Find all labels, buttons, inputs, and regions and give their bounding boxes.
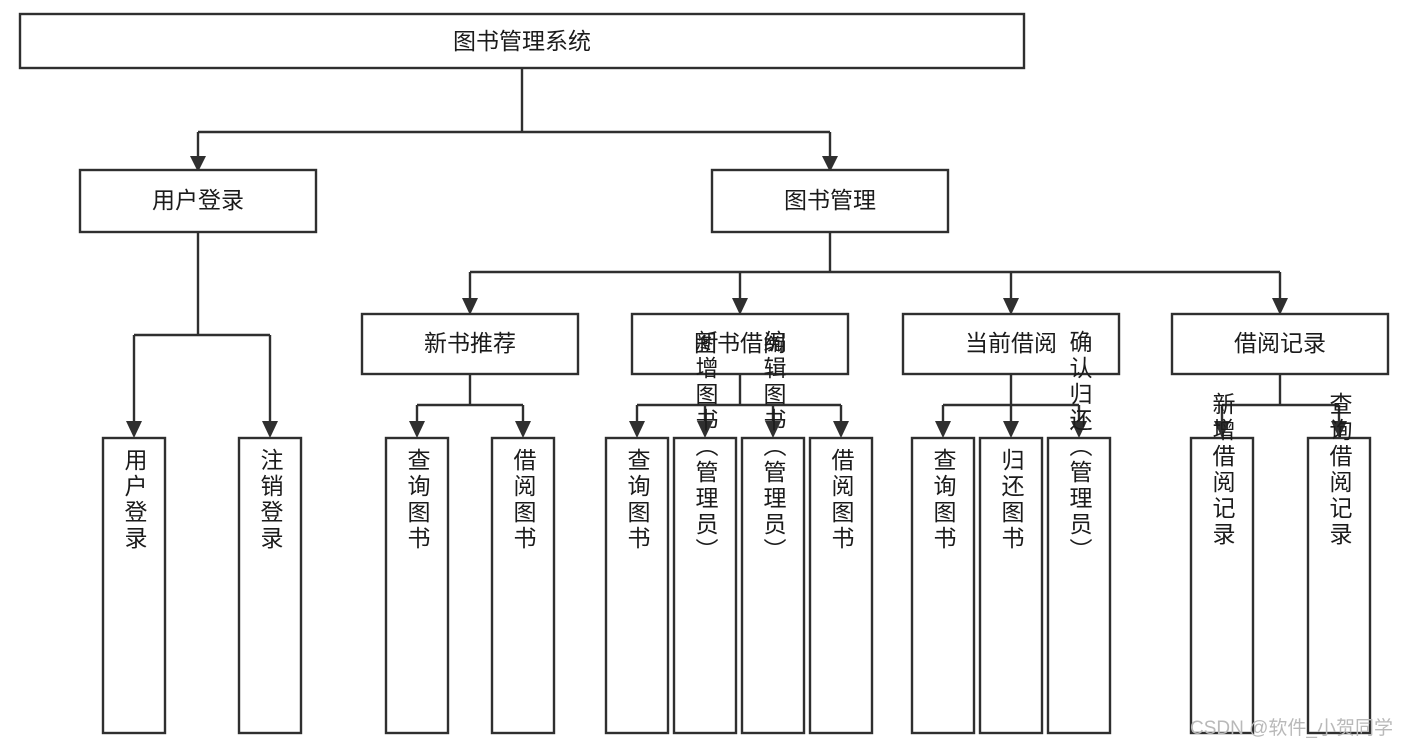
arrowhead-borrowrecords-child-2 <box>1331 421 1347 438</box>
node-leaf-edit-book-admin-label: 编辑图书（管理员） <box>760 330 787 564</box>
arrowhead-bookborrow-child-3 <box>765 421 781 438</box>
node-leaf-return-book-box[interactable] <box>978 436 1044 735</box>
arrowhead-book-borrow <box>732 298 748 315</box>
node-leaf-add-book-admin-label: 新增图书（管理员） <box>692 330 719 564</box>
node-root-label: 图书管理系统 <box>453 28 591 54</box>
node-leaf-query-book-borrow-box[interactable] <box>604 436 670 735</box>
node-leaf-query-book-borrow[interactable]: 查询图书 <box>604 436 670 735</box>
arrowhead-borrow-records <box>1272 298 1288 315</box>
node-leaf-logout[interactable]: 注销登录 <box>237 436 303 735</box>
arrowhead-currentborrow-child-2 <box>1003 421 1019 438</box>
node-leaf-borrow-book-recommend[interactable]: 借阅图书 <box>490 436 556 735</box>
node-leaf-query-book-recommend-box[interactable] <box>384 436 450 735</box>
node-leaf-add-borrow-record[interactable]: 新增借阅记录 <box>1189 392 1255 735</box>
node-leaf-query-book-current[interactable]: 查询图书 <box>910 436 976 735</box>
node-book-borrow-box[interactable] <box>630 312 850 376</box>
node-book-manage[interactable]: 图书管理 <box>710 168 950 234</box>
node-leaf-query-book-borrow-label: 查询图书 <box>624 448 651 552</box>
arrowhead-bookborrow-child-1 <box>629 421 645 438</box>
node-book-manage-box[interactable] <box>710 168 950 234</box>
node-leaf-query-book-recommend-label: 查询图书 <box>404 448 431 552</box>
node-leaf-confirm-return-admin-label: 确认归还（管理员） <box>1066 330 1093 564</box>
node-leaf-return-book-label: 归还图书 <box>998 448 1025 552</box>
arrowhead-user-login <box>190 156 206 172</box>
arrowhead-userlogin-child-2 <box>262 421 278 438</box>
node-leaf-query-borrow-record[interactable]: 查询借阅记录 <box>1306 392 1372 735</box>
node-leaf-borrow-book-recommend-label: 借阅图书 <box>510 448 537 552</box>
node-leaf-user-login[interactable]: 用户登录 <box>101 436 167 735</box>
node-leaf-query-borrow-record-box[interactable] <box>1306 436 1372 735</box>
node-leaf-edit-book-admin[interactable]: 编辑图书（管理员） <box>740 330 806 735</box>
csdn-watermark: CSDN @软件_小贺同学 <box>1190 717 1393 739</box>
node-user-login[interactable]: 用户登录 <box>78 168 318 234</box>
arrowhead-newbook-child-1 <box>409 421 425 438</box>
arrowhead-borrowrecords-child-1 <box>1214 421 1230 438</box>
edge-layer <box>126 68 1347 438</box>
node-leaf-confirm-return-admin[interactable]: 确认归还（管理员） <box>1046 330 1112 735</box>
arrowhead-currentborrow-child-1 <box>935 421 951 438</box>
node-new-book-recommend-box[interactable] <box>360 312 580 376</box>
node-current-borrow-label: 当前借阅 <box>965 330 1057 356</box>
node-book-borrow-label: 图书借阅 <box>694 330 786 356</box>
node-leaf-query-book-current-label: 查询图书 <box>930 448 957 552</box>
arrowhead-book-manage <box>822 156 838 172</box>
arrowhead-new-book <box>462 298 478 315</box>
node-new-book-recommend-label: 新书推荐 <box>424 330 516 356</box>
node-leaf-borrow-book-label: 借阅图书 <box>828 448 855 552</box>
node-leaf-query-book-recommend[interactable]: 查询图书 <box>384 436 450 735</box>
node-borrow-records[interactable]: 借阅记录 <box>1170 312 1390 376</box>
node-leaf-user-login-label: 用户登录 <box>121 448 148 552</box>
node-root-box[interactable] <box>18 12 1026 70</box>
arrowhead-current-borrow <box>1003 298 1019 315</box>
arrowhead-newbook-child-2 <box>515 421 531 438</box>
arrowhead-userlogin-child-1 <box>126 421 142 438</box>
node-current-borrow-box[interactable] <box>901 312 1121 376</box>
arrowhead-bookborrow-child-4 <box>833 421 849 438</box>
node-leaf-add-borrow-record-box[interactable] <box>1189 436 1255 735</box>
node-current-borrow[interactable]: 当前借阅 <box>901 312 1121 376</box>
arrowhead-currentborrow-child-3 <box>1071 421 1087 438</box>
node-leaf-borrow-book-box[interactable] <box>808 436 874 735</box>
node-borrow-records-box[interactable] <box>1170 312 1390 376</box>
node-book-borrow[interactable]: 图书借阅 <box>630 312 850 376</box>
node-leaf-add-borrow-record-label: 新增借阅记录 <box>1209 392 1236 548</box>
node-leaf-add-book-admin[interactable]: 新增图书（管理员） <box>672 330 738 735</box>
node-leaf-edit-book-admin-box[interactable] <box>740 436 806 735</box>
node-borrow-records-label: 借阅记录 <box>1234 330 1326 356</box>
node-leaf-user-login-box[interactable] <box>101 436 167 735</box>
node-leaf-query-book-current-box[interactable] <box>910 436 976 735</box>
arrowhead-bookborrow-child-2 <box>697 421 713 438</box>
node-leaf-confirm-return-admin-box[interactable] <box>1046 436 1112 735</box>
node-new-book-recommend[interactable]: 新书推荐 <box>360 312 580 376</box>
node-leaf-borrow-book-recommend-box[interactable] <box>490 436 556 735</box>
node-root[interactable]: 图书管理系统 <box>18 12 1026 70</box>
node-book-manage-label: 图书管理 <box>784 187 876 213</box>
node-leaf-add-book-admin-box[interactable] <box>672 436 738 735</box>
node-user-login-box[interactable] <box>78 168 318 234</box>
node-leaf-logout-label: 注销登录 <box>257 448 284 552</box>
node-user-login-label: 用户登录 <box>152 187 244 213</box>
node-leaf-return-book[interactable]: 归还图书 <box>978 436 1044 735</box>
node-leaf-query-borrow-record-label: 查询借阅记录 <box>1326 392 1353 548</box>
node-leaf-logout-box[interactable] <box>237 436 303 735</box>
node-leaf-borrow-book[interactable]: 借阅图书 <box>808 436 874 735</box>
